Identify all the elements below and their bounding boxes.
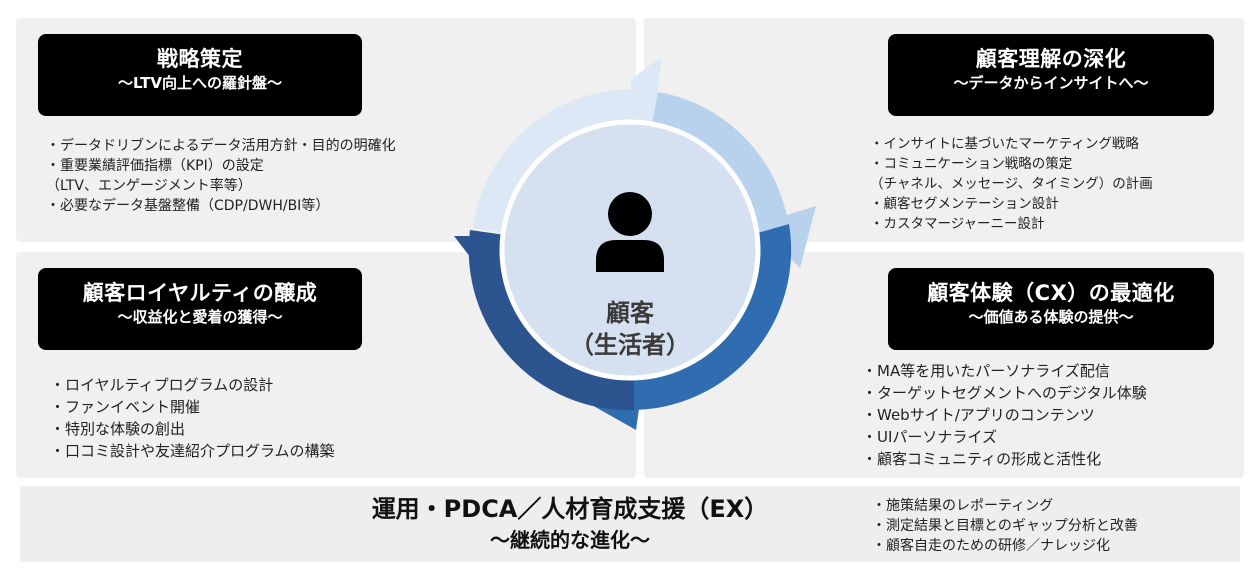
understanding-title-box: 顧客理解の深化 ～データからインサイトへ～ <box>888 34 1214 116</box>
list-item: ・ファンイベント開催 <box>50 398 201 416</box>
experience-title-box: 顧客体験（CX）の最適化 ～価値ある体験の提供～ <box>888 268 1214 350</box>
center-label: 顧客 <box>606 299 654 327</box>
cycle-arrowhead-strategy <box>630 60 662 168</box>
experience-list: ・MA等を用いたパーソナライズ配信 ・ターゲットセグメントへのデジタル体験 ・W… <box>862 360 1147 470</box>
list-item: ・UIパーソナライズ <box>862 428 997 446</box>
list-item: ・ターゲットセグメントへのデジタル体験 <box>862 384 1147 402</box>
list-item: ・口コミ設計や友達紹介プログラムの構築 <box>50 442 335 460</box>
list-item: ・ロイヤルティプログラムの設計 <box>50 376 274 394</box>
list-item: ・特別な体験の創出 <box>50 420 186 438</box>
strategy-subtitle: ～LTV向上への羅針盤～ <box>118 74 282 92</box>
list-item: ・顧客セグメンテーション設計 <box>870 196 1059 212</box>
understanding-title: 顧客理解の深化 <box>975 47 1127 71</box>
center-sublabel: （生活者） <box>570 331 690 359</box>
loyalty-subtitle: ～収益化と愛着の獲得～ <box>117 308 283 326</box>
list-item: ・インサイトに基づいたマーケティング戦略 <box>870 136 1139 152</box>
list-item: ・顧客自走のための研修／ナレッジ化 <box>872 538 1110 554</box>
loyalty-title-box: 顧客ロイヤルティの醸成 ～収益化と愛着の獲得～ <box>38 268 362 350</box>
loyalty-title: 顧客ロイヤルティの醸成 <box>82 281 318 305</box>
list-item: ・コミュニケーション戦略の策定 <box>870 156 1073 172</box>
strategy-title: 戦略策定 <box>157 47 243 71</box>
operations-subtitle: ～継続的な進化～ <box>490 528 650 552</box>
list-item: ・Webサイト/アプリのコンテンツ <box>862 406 1095 424</box>
list-item: ・測定結果と目標とのギャップ分析と改善 <box>872 518 1138 534</box>
strategy-list: ・データドリブンによるデータ活用方針・目的の明確化 ・重要業績評価指標（KPI）… <box>46 136 396 216</box>
understanding-list: ・インサイトに基づいたマーケティング戦略 ・コミュニケーション戦略の策定 （チャ… <box>870 134 1153 234</box>
list-item: ・データドリブンによるデータ活用方針・目的の明確化 <box>46 138 396 154</box>
list-item: ・MA等を用いたパーソナライズ配信 <box>862 362 1110 380</box>
cycle-diagram <box>454 60 816 430</box>
operations-panel <box>20 486 1240 562</box>
experience-subtitle: ～価値ある体験の提供～ <box>968 308 1134 326</box>
list-item: ・カスタマージャーニー設計 <box>870 216 1045 232</box>
list-item: ・重要業績評価指標（KPI）の設定 <box>46 158 264 174</box>
loyalty-list: ・ロイヤルティプログラムの設計 ・ファンイベント開催 ・特別な体験の創出 ・口コ… <box>50 374 335 462</box>
experience-title: 顧客体験（CX）の最適化 <box>927 281 1175 305</box>
list-item: ・顧客コミュニティの形成と活性化 <box>862 450 1102 468</box>
list-item: （チャネル、メッセージ、タイミング）の計画 <box>870 176 1153 192</box>
operations-title: 運用・PDCA／人材育成支援（EX） <box>371 495 769 523</box>
person-icon <box>596 192 664 272</box>
list-item: ・必要なデータ基盤整備（CDP/DWH/BI等） <box>46 198 330 214</box>
understanding-subtitle: ～データからインサイトへ～ <box>953 74 1149 92</box>
list-item: （LTV、エンゲージメント率等） <box>46 178 252 194</box>
list-item: ・施策結果のレポーティング <box>872 498 1054 514</box>
strategy-title-box: 戦略策定 ～LTV向上への羅針盤～ <box>38 34 362 116</box>
operations-list: ・施策結果のレポーティング ・測定結果と目標とのギャップ分析と改善 ・顧客自走の… <box>872 496 1138 556</box>
